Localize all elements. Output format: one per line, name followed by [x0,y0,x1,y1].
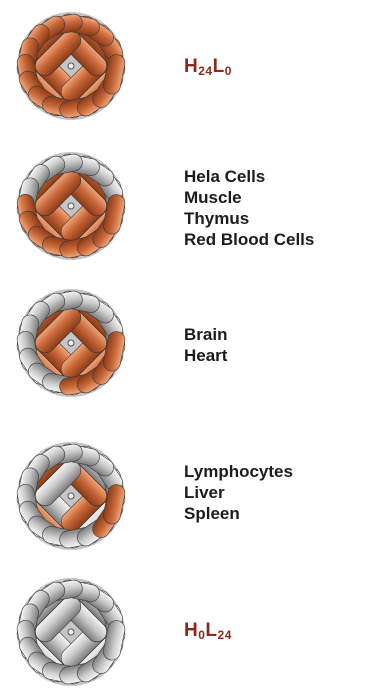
isoform-row-3: Brain Heart [0,283,366,403]
ferritin-shell-mixed [6,283,136,403]
fourfold-axis-pore [68,340,74,346]
formula-h-subscript: 24 [198,64,212,78]
tissue-label: Liver [184,482,293,503]
ferritin-shell-h-rich [6,146,136,266]
tissue-label: Brain [184,324,227,345]
tissue-label: Thymus [184,208,314,229]
tissue-list-4: Lymphocytes Liver Spleen [184,461,293,524]
formula-h0l24: H0L24 [184,620,232,642]
tissue-label: Hela Cells [184,166,314,187]
ferritin-shell-svg [6,6,136,126]
tissue-list-3: Brain Heart [184,324,227,366]
tissue-list-2: Hela Cells Muscle Thymus Red Blood Cells [184,166,314,250]
ferritin-shell-svg [6,283,136,403]
formula-h-letter: H [184,56,198,77]
ferritin-shell-svg [6,572,136,692]
isoform-row-h24l0: H24L0 [0,6,366,126]
tissue-label: Heart [184,345,227,366]
tissue-label: Muscle [184,187,314,208]
isoform-row-2: Hela Cells Muscle Thymus Red Blood Cells [0,146,366,266]
ferritin-shell-h0l24 [6,572,136,692]
ferritin-shell-l-rich [6,436,136,556]
tissue-label: Lymphocytes [184,461,293,482]
ferritin-shell-svg [6,146,136,266]
fourfold-axis-pore [68,203,74,209]
fourfold-axis-pore [68,493,74,499]
tissue-label: Spleen [184,503,293,524]
formula-l-subscript: 0 [225,64,232,78]
formula-h-letter: H [184,620,198,641]
formula-l-subscript: 24 [218,628,232,642]
formula-h24l0: H24L0 [184,56,232,78]
ferritin-shell-svg [6,436,136,556]
formula-l-letter: L [213,56,225,77]
isoform-row-4: Lymphocytes Liver Spleen [0,436,366,556]
formula-l-letter: L [205,620,217,641]
ferritin-shell-h24l0 [6,6,136,126]
fourfold-axis-pore [68,63,74,69]
tissue-label: Red Blood Cells [184,229,314,250]
fourfold-axis-pore [68,629,74,635]
isoform-row-h0l24: H0L24 [0,572,366,692]
